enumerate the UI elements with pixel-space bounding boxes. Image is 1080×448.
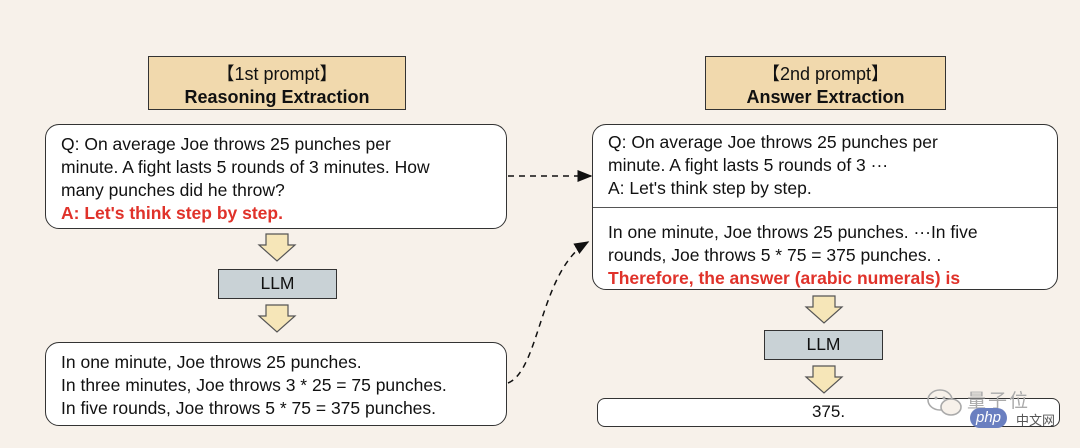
reasoning-line: In one minute, Joe throws 25 punches. ··…: [608, 222, 978, 242]
output-to-reasoning-arrow: [507, 241, 590, 384]
section-divider: [593, 207, 1057, 208]
output-line: In one minute, Joe throws 25 punches.: [61, 352, 362, 372]
prompt-line: many punches did he throw?: [61, 180, 285, 200]
prompt-line: Q: On average Joe throws 25 punches per: [61, 134, 391, 154]
header-line1: 【1st prompt】: [216, 64, 338, 84]
answer-extraction-header: 【2nd prompt】 Answer Extraction: [705, 56, 946, 110]
reasoning-line: rounds, Joe throws 5 * 75 = 375 punches.…: [608, 245, 942, 265]
down-arrow-icon: [257, 233, 297, 262]
header-line1: 【2nd prompt】: [761, 64, 890, 84]
output-line: In three minutes, Joe throws 3 * 25 = 75…: [61, 375, 447, 395]
second-prompt-box: Q: On average Joe throws 25 punches per …: [592, 124, 1058, 290]
prompt-line: minute. A fight lasts 5 rounds of 3 ···: [608, 155, 889, 175]
prompt-line: Q: On average Joe throws 25 punches per: [608, 132, 938, 152]
llm-label: LLM: [260, 273, 295, 293]
first-prompt-box: Q: On average Joe throws 25 punches per …: [45, 124, 507, 229]
answer-trigger: Therefore, the answer (arabic numerals) …: [608, 268, 961, 288]
llm-box: LLM: [218, 269, 337, 299]
step-by-step-trigger: A: Let's think step by step.: [61, 203, 283, 223]
down-arrow-icon: [804, 295, 844, 324]
prompt-line: A: Let's think step by step.: [608, 178, 812, 198]
watermark-text: 量子位: [967, 391, 1031, 412]
reasoning-extraction-header: 【1st prompt】 Reasoning Extraction: [148, 56, 406, 110]
wechat-logo-icon: [927, 389, 962, 416]
reasoning-output-box: In one minute, Joe throws 25 punches. In…: [45, 342, 507, 426]
final-answer: 375.: [811, 402, 846, 421]
prompt-line: minute. A fight lasts 5 rounds of 3 minu…: [61, 157, 430, 177]
header-line2: Answer Extraction: [746, 87, 905, 107]
php-badge: php: [970, 408, 1008, 428]
llm-label: LLM: [806, 334, 841, 354]
watermark-cn: 中文网: [1016, 413, 1056, 428]
llm-box: LLM: [764, 330, 883, 360]
down-arrow-icon: [804, 365, 844, 394]
output-line: In five rounds, Joe throws 5 * 75 = 375 …: [61, 398, 437, 418]
down-arrow-icon: [257, 304, 297, 333]
header-line2: Reasoning Extraction: [184, 87, 370, 107]
